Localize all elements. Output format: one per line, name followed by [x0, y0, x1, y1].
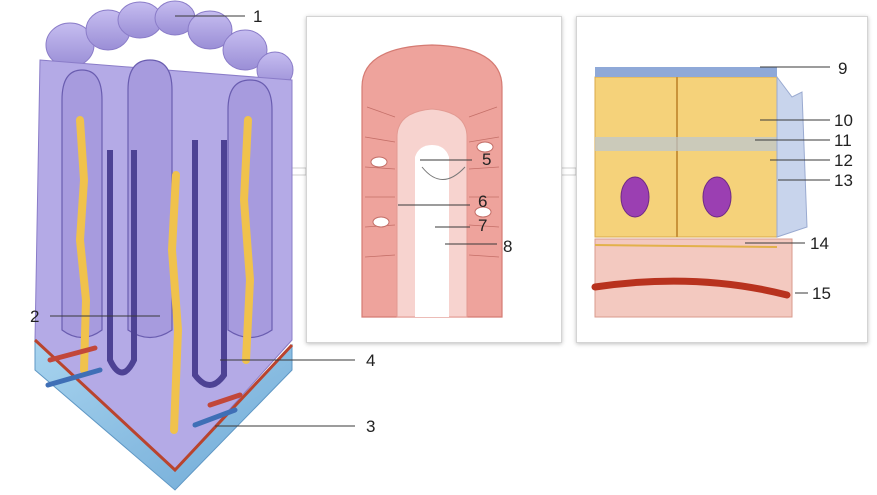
callout-9: 9	[838, 59, 848, 78]
villus-longitudinal-illustration	[361, 44, 503, 318]
villus-longitudinal-panel	[306, 16, 562, 343]
villi-section-illustration	[33, 0, 294, 491]
callout-12: 12	[834, 151, 853, 170]
callout-10: 10	[834, 111, 853, 130]
epithelium-detail-panel	[576, 16, 868, 343]
callout-6: 6	[478, 192, 488, 211]
callout-14: 14	[810, 234, 829, 253]
callout-15: 15	[812, 284, 831, 303]
callout-3: 3	[366, 417, 376, 436]
callout-5: 5	[482, 150, 492, 169]
callout-4: 4	[366, 351, 376, 370]
callout-7: 7	[478, 216, 488, 235]
callout-1: 1	[253, 7, 263, 26]
callout-8: 8	[503, 237, 513, 256]
callout-2: 2	[30, 307, 40, 326]
epithelium-detail-illustration	[591, 67, 808, 318]
callout-11: 11	[834, 131, 852, 150]
callout-13: 13	[834, 171, 853, 190]
